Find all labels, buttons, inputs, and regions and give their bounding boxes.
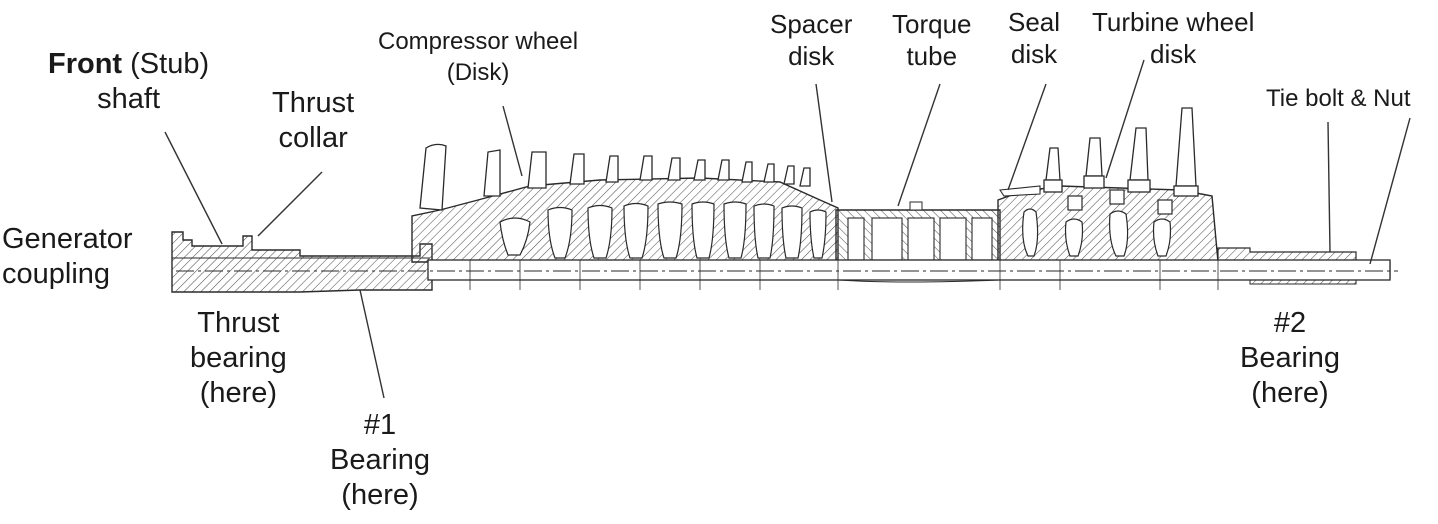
generator-line2: coupling xyxy=(2,257,111,290)
bearing1-line3: (here) xyxy=(341,478,419,511)
spacer-line1: Spacer xyxy=(770,9,853,39)
front-stub-shaft xyxy=(171,231,433,293)
compressor-wheel-label: Compressor wheel (Disk) xyxy=(378,27,578,88)
turbine-line1: Turbine wheel xyxy=(1092,7,1255,37)
front-label-stub: (Stub) xyxy=(122,48,210,80)
thrust-collar-line1: Thrust xyxy=(272,87,355,119)
bearing2-label: #2 Bearing (here) xyxy=(1240,306,1340,410)
torque-tube xyxy=(835,201,1001,263)
compressor-section xyxy=(411,143,839,263)
thrust-bearing-line2: bearing xyxy=(190,341,287,374)
spacer-disk-label: Spacer disk xyxy=(770,9,852,72)
bearing2-line3: (here) xyxy=(1251,376,1329,409)
torque-line2: tube xyxy=(906,40,958,71)
compressor-line1: Compressor wheel xyxy=(378,28,579,55)
turbine-wheel-label: Turbine wheel disk xyxy=(1092,7,1254,70)
seal-disk-label: Seal disk xyxy=(1008,7,1060,70)
tie-bolt-text: Tie bolt & Nut xyxy=(1266,85,1411,112)
torque-line1: Torque xyxy=(892,9,972,39)
thrust-bearing-line1: Thrust xyxy=(197,307,280,339)
turbine-section xyxy=(997,107,1219,263)
bearing1-label: #1 Bearing (here) xyxy=(330,408,430,512)
bearing1-line1: #1 xyxy=(363,409,397,441)
torque-tube-label: Torque tube xyxy=(892,9,972,72)
leader-lines xyxy=(164,59,1411,399)
bearing2-line1: #2 xyxy=(1273,307,1307,339)
front-label-bold: Front xyxy=(48,48,123,80)
tie-bolt xyxy=(176,259,1398,290)
thrust-bearing-line3: (here) xyxy=(199,376,278,409)
compressor-line2: (Disk) xyxy=(446,58,510,86)
spacer-line2: disk xyxy=(788,40,835,71)
generator-line1: Generator xyxy=(2,223,133,255)
seal-line2: disk xyxy=(1010,38,1058,69)
thrust-bearing-label: Thrust bearing (here) xyxy=(190,306,287,410)
turbine-line2: disk xyxy=(1150,38,1197,69)
tie-bolt-label: Tie bolt & Nut xyxy=(1266,84,1411,115)
generator-coupling-label: Generator coupling xyxy=(2,222,133,292)
seal-line1: Seal xyxy=(1008,7,1061,37)
front-stub-shaft-label: Front (Stub) shaft xyxy=(48,47,209,117)
thrust-collar-line2: collar xyxy=(278,121,348,154)
thrust-collar-label: Thrust collar xyxy=(272,86,354,156)
front-label-shaft: shaft xyxy=(97,82,160,115)
bearing2-line2: Bearing xyxy=(1240,341,1340,374)
bearing1-line2: Bearing xyxy=(330,443,430,476)
